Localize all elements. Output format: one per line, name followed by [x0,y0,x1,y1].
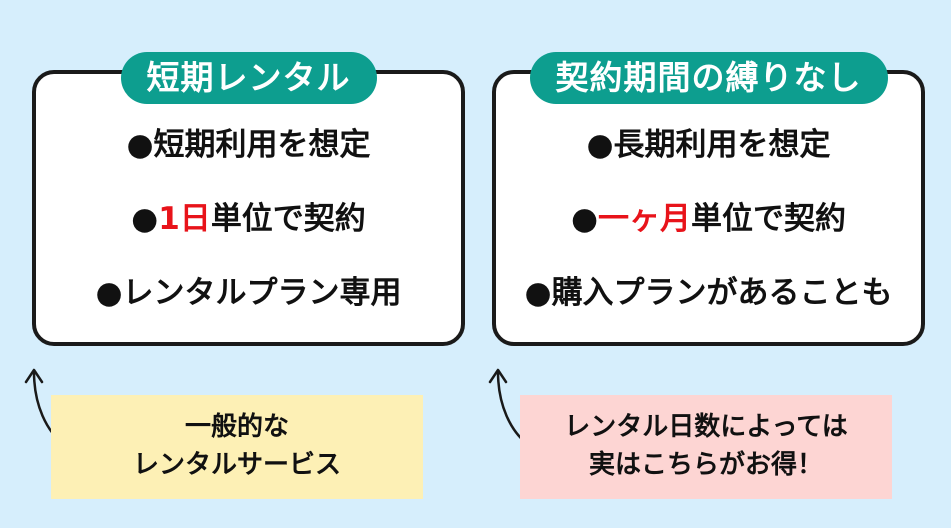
card-title: 契約期間の縛りなし [529,52,888,104]
list-item: ●購入プランがあることも [496,268,921,342]
item-text: 購入プランがあることも [551,275,893,311]
item-text: 長期利用を想定 [613,127,831,163]
item-text: 単位で契約 [210,201,366,237]
bullet: ● [95,275,123,311]
short-term-rental-card: 短期レンタル ●短期利用を想定 ●1日単位で契約 ●レンタルプラン専用 [32,52,465,346]
bullet: ● [524,275,552,311]
highlight-text: 1日 [158,201,211,237]
note-line: レンタルサービス [132,450,341,480]
note-line: レンタル日数によっては [564,412,848,442]
highlight-text: 一ヶ月 [598,201,692,237]
bullet: ● [570,201,599,237]
cheaper-option-note: レンタル日数によっては 実はこちらがお得！ [520,395,892,499]
list-item: ●長期利用を想定 [496,120,921,194]
list-item: ●短期利用を想定 [36,120,461,194]
item-text: 短期利用を想定 [153,127,371,163]
feature-list: ●長期利用を想定 ●一ヶ月単位で契約 ●購入プランがあることも [496,120,921,342]
note-line: 実はこちらがお得！ [588,450,823,480]
bullet: ● [131,201,159,237]
list-item: ●レンタルプラン専用 [36,268,461,342]
no-contract-term-card: 契約期間の縛りなし ●長期利用を想定 ●一ヶ月単位で契約 ●購入プランがあること… [492,52,925,346]
note-line: 一般的な [184,412,289,442]
item-text: 単位で契約 [691,201,847,237]
list-item: ●一ヶ月単位で契約 [496,194,921,268]
general-rental-note: 一般的な レンタルサービス [51,395,423,499]
bullet: ● [126,127,154,163]
bullet: ● [586,127,614,163]
feature-list: ●短期利用を想定 ●1日単位で契約 ●レンタルプラン専用 [36,120,461,342]
list-item: ●1日単位で契約 [36,194,461,268]
item-text: レンタルプラン専用 [122,275,402,311]
card-title: 短期レンタル [120,52,377,104]
